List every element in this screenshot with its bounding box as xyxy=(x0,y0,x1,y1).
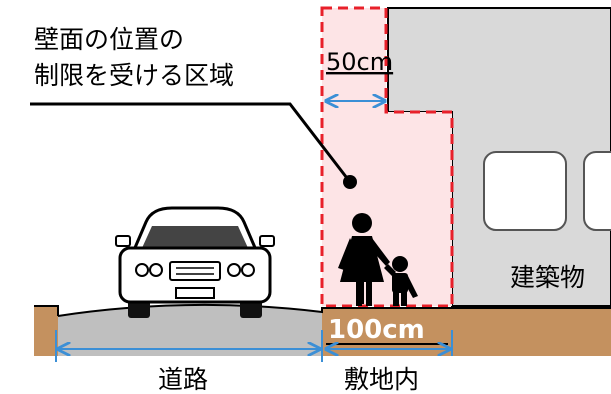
road-line xyxy=(57,303,611,317)
ground-line xyxy=(34,305,59,316)
child-pedestrian-icon xyxy=(384,256,418,306)
adult-pedestrian-icon xyxy=(338,213,390,306)
road-label: 道路 xyxy=(158,365,208,394)
callout-line-1: 壁面の位置の xyxy=(34,25,184,54)
callout-point xyxy=(343,175,357,189)
callout-line-2: 制限を受ける区域 xyxy=(34,61,234,90)
callout-leader-line xyxy=(30,102,352,183)
restricted-zone xyxy=(320,6,454,308)
building-label: 建築物 xyxy=(510,263,585,292)
setback-small-label: 50cm xyxy=(326,48,393,76)
ground-left xyxy=(34,306,58,356)
setback-large-label: 100cm xyxy=(328,315,425,345)
site-label: 敷地内 xyxy=(344,365,419,394)
building-window xyxy=(483,151,567,231)
car-icon xyxy=(115,206,275,318)
building-window xyxy=(583,151,611,231)
